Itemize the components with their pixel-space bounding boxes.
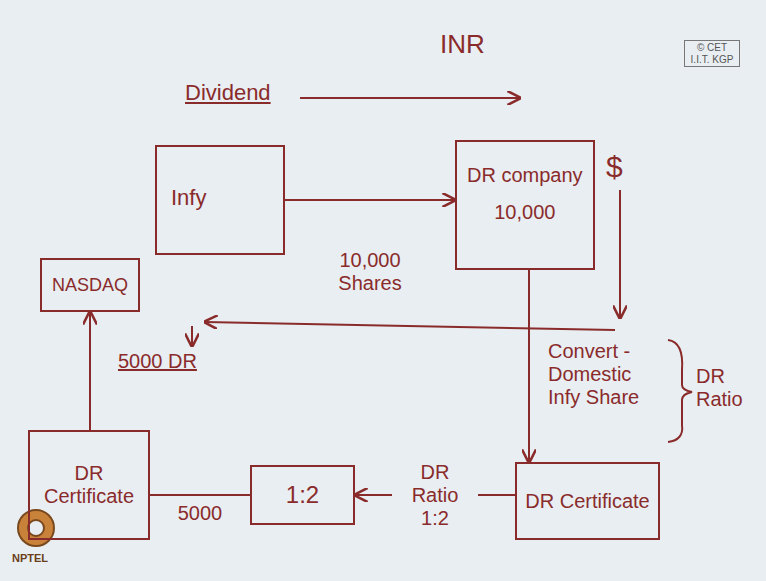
connector (285, 199, 455, 201)
node-label: DR Certificate (38, 462, 140, 508)
listing-arrow (205, 322, 615, 330)
process-box: Infy (155, 145, 285, 255)
node-label: NASDAQ (52, 275, 128, 296)
process-box: 1:2 (250, 465, 355, 525)
process-box: NASDAQ (40, 258, 140, 312)
edge-label: DR Ratio 1:2 (392, 460, 478, 531)
note-label: $ (606, 150, 623, 185)
note-label: DR Ratio (696, 365, 751, 411)
dollar-arrow (619, 190, 621, 318)
note-label: 5000 DR (118, 350, 197, 373)
note-label: © CET I.I.T. KGP (684, 40, 740, 67)
connector (150, 494, 250, 496)
process-box: DR company 10,000 (455, 140, 595, 270)
node-label: 1:2 (286, 481, 319, 509)
connector (89, 312, 91, 430)
note-label: Dividend (185, 80, 271, 105)
node-label: Infy (171, 185, 206, 210)
nptel-logo (18, 510, 54, 546)
curly-brace (668, 340, 692, 442)
process-box: DR Certificate (28, 430, 150, 540)
node-label: DR Certificate (525, 490, 649, 513)
node-label: DR company (467, 164, 583, 187)
note-label: Convert - Domestic Infy Share (548, 340, 663, 409)
dividend-arrow (300, 97, 520, 99)
note-label: INR (440, 30, 485, 60)
issue-arrow (191, 326, 193, 346)
node-label: 10,000 (494, 201, 555, 224)
edge-label: 10,000 Shares (327, 248, 413, 296)
note-label: NPTEL (12, 552, 48, 565)
connector (528, 270, 530, 462)
process-box: DR Certificate (515, 462, 660, 540)
edge-label: 5000 (167, 501, 233, 526)
